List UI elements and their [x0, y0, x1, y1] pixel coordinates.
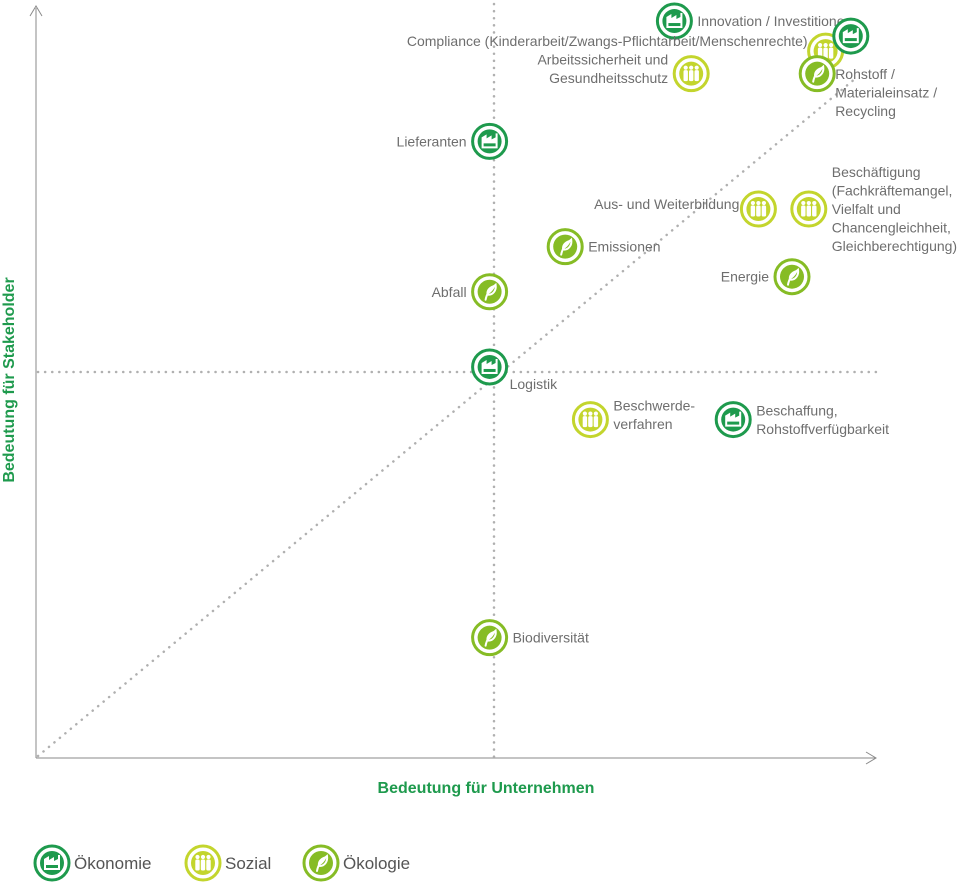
- legend: Ökonomie Sozial Ökologie: [33, 844, 410, 882]
- point-marker-factory-icon: [471, 348, 509, 386]
- point-label-line: Logistik: [510, 376, 558, 392]
- axes: [29, 2, 878, 765]
- point-marker-factory-icon: [714, 401, 752, 439]
- point-label-line: Chancengleichheit,: [832, 220, 951, 236]
- point-label-line: Beschaffung,: [756, 402, 837, 418]
- legend-label: Ökonomie: [74, 854, 151, 873]
- data-point: Biodiversität: [471, 619, 589, 657]
- data-point: Beschwerde-verfahren: [571, 397, 695, 439]
- point-marker-leaf-icon: [798, 55, 836, 93]
- point-label-line: Compliance (Kinderarbeit/Zwangs-Pflichta…: [407, 33, 808, 49]
- data-point: Emissionen: [546, 228, 661, 266]
- point-marker-leaf-icon: [546, 228, 584, 266]
- data-point: Energie: [721, 258, 811, 296]
- point-label-line: Vielfalt und: [832, 201, 901, 217]
- point-marker-factory-icon: [471, 122, 509, 160]
- point-marker-leaf-icon: [471, 273, 509, 311]
- diagonal-line: [36, 76, 858, 758]
- point-label-line: Materialeinsatz /: [835, 85, 937, 101]
- y-axis-title: Bedeutung für Stakeholder: [1, 277, 18, 482]
- point-label-line: Recycling: [835, 103, 896, 119]
- point-label: Lieferanten: [397, 133, 467, 149]
- point-marker-leaf-icon: [471, 619, 509, 657]
- data-point: Aus- und Weiterbildung: [594, 190, 777, 228]
- data-point: Rohstoff / Materialeinsatz / Recycling: [798, 55, 937, 119]
- point-marker-leaf-icon: [773, 258, 811, 296]
- point-label: Aus- und Weiterbildung: [594, 196, 739, 212]
- point-label-line: Arbeitssicherheit und: [537, 51, 668, 67]
- point-label: Innovation / Investitionen: [697, 13, 852, 29]
- y-axis-arrow: [29, 5, 43, 17]
- point-label-line: Gleichberechtigung): [832, 238, 957, 254]
- point-label-line: Rohstoff /: [835, 66, 895, 82]
- point-marker-people-icon: [739, 190, 777, 228]
- legend-leaf-icon: [302, 844, 340, 882]
- legend-label: Ökologie: [343, 854, 410, 873]
- data-point: Logistik: [471, 348, 558, 392]
- point-label: Emissionen: [588, 239, 660, 255]
- data-point: Lieferanten: [397, 122, 509, 160]
- point-label: Beschäftigung (Fachkräftemangel, Vielfalt …: [832, 164, 957, 254]
- legend-item-oekonomie: Ökonomie: [33, 844, 151, 882]
- point-label: Abfall: [432, 284, 467, 300]
- point-label-line: Aus- und Weiterbildung: [594, 196, 739, 212]
- point-marker-factory-icon: [655, 2, 693, 40]
- point-label-line: Innovation / Investitionen: [697, 13, 852, 29]
- point-label: Energie: [721, 269, 769, 285]
- point-label-line: Lieferanten: [397, 133, 467, 149]
- point-label-line: Biodiversität: [513, 630, 589, 646]
- legend-people-icon: [184, 844, 222, 882]
- point-label-line: Beschäftigung: [832, 164, 921, 180]
- x-axis-title: Bedeutung für Unternehmen: [378, 780, 595, 797]
- point-label: Biodiversität: [513, 630, 589, 646]
- legend-item-oekologie: Ökologie: [302, 844, 410, 882]
- point-label-line: Beschwerde-: [613, 397, 695, 413]
- point-label: Beschaffung, Rohstoffverfügbarkeit: [756, 402, 889, 437]
- point-label-line: Abfall: [432, 284, 467, 300]
- point-label-line: Emissionen: [588, 239, 660, 255]
- data-point: Beschäftigung (Fachkräftemangel, Vielfalt …: [790, 164, 957, 254]
- point-label-line: Gesundheitsschutz: [549, 70, 668, 86]
- point-label-line: (Fachkräftemangel,: [832, 183, 953, 199]
- legend-factory-icon: [33, 844, 71, 882]
- point-label-line: Rohstoffverfügbarkeit: [756, 421, 889, 437]
- point-label-line: Energie: [721, 269, 769, 285]
- point-marker-factory-icon: [832, 17, 870, 55]
- legend-label: Sozial: [225, 854, 271, 873]
- point-marker-people-icon: [571, 401, 609, 439]
- point-label: Compliance (Kinderarbeit/Zwangs-Pflichta…: [407, 33, 808, 49]
- point-label: Logistik: [510, 376, 558, 392]
- point-label: Rohstoff / Materialeinsatz / Recycling: [835, 66, 937, 119]
- point-marker-people-icon: [672, 55, 710, 93]
- legend-item-sozial: Sozial: [184, 844, 271, 882]
- point-label-line: verfahren: [613, 416, 672, 432]
- x-axis-arrow: [865, 751, 877, 765]
- data-point: Innovation / Investitionen: [655, 2, 852, 40]
- data-point: Abfall: [432, 273, 509, 311]
- point-marker-people-icon: [790, 190, 828, 228]
- data-point: Beschaffung, Rohstoffverfügbarkeit: [714, 401, 889, 439]
- point-label: Beschwerde-verfahren: [613, 397, 695, 432]
- data-point: [832, 17, 870, 55]
